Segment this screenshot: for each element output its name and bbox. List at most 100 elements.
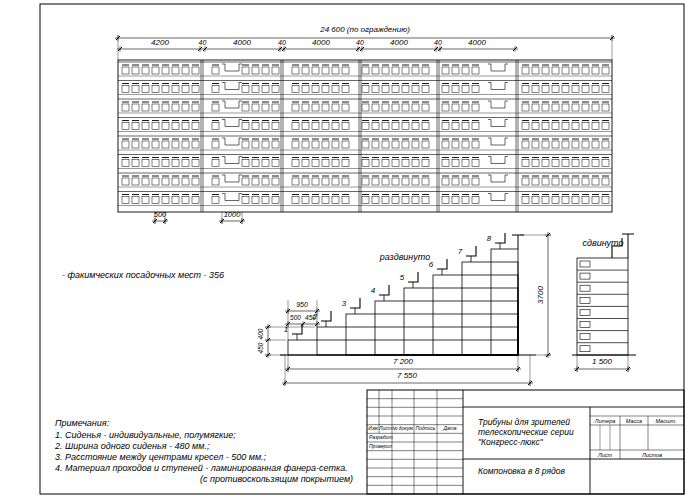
seat	[152, 86, 159, 93]
seat-back	[152, 194, 159, 195]
seat-back	[142, 139, 149, 140]
seat-back	[322, 120, 329, 121]
row-edge	[118, 62, 612, 63]
seat	[262, 178, 269, 185]
seat	[342, 197, 349, 204]
seat	[392, 104, 399, 111]
folding-chair	[379, 285, 389, 295]
seat	[542, 178, 549, 185]
drawing-text: 7 550	[397, 371, 417, 380]
seat-back	[572, 83, 579, 84]
table-rule	[367, 485, 463, 486]
seat-back	[262, 139, 269, 140]
seat-back	[412, 194, 419, 195]
seat	[582, 123, 589, 130]
seat-back	[452, 139, 459, 140]
seat	[342, 160, 349, 167]
seat	[412, 160, 419, 167]
table-rule	[648, 416, 649, 450]
section-joint	[516, 60, 517, 212]
seat	[382, 86, 389, 93]
table-rule	[437, 390, 438, 494]
seat	[532, 141, 539, 148]
seat-back	[582, 157, 589, 158]
seat-back	[592, 65, 599, 66]
seat-back	[312, 102, 319, 103]
seat-back	[132, 65, 139, 66]
seat-back	[272, 139, 279, 140]
seat-back	[422, 194, 429, 195]
seat	[192, 197, 199, 204]
drawing-text: 4000	[233, 38, 251, 47]
seat-back	[192, 139, 199, 140]
seat	[122, 197, 129, 204]
seat	[592, 104, 599, 111]
drawing-text: Лист	[598, 451, 612, 457]
seat-back	[122, 102, 129, 103]
seat	[402, 160, 409, 167]
seat	[392, 197, 399, 204]
seat	[552, 86, 559, 93]
seat	[422, 67, 429, 74]
extension-line	[530, 355, 531, 386]
step-platform	[288, 340, 518, 355]
seat-back	[262, 65, 269, 66]
seat	[192, 86, 199, 93]
seat-back	[412, 176, 419, 177]
seat-back	[162, 194, 169, 195]
table-rule	[367, 433, 463, 434]
seat-back	[182, 83, 189, 84]
extension-line	[520, 235, 551, 236]
seat-back	[372, 83, 379, 84]
seat-back	[572, 157, 579, 158]
stack-layer	[577, 342, 628, 343]
seat-back	[152, 83, 159, 84]
dimension-text: 400	[257, 328, 264, 339]
seat	[142, 178, 149, 185]
step-platform	[375, 301, 518, 355]
seat-back	[182, 157, 189, 158]
seat-back	[552, 83, 559, 84]
seat	[402, 67, 409, 74]
seat	[152, 197, 159, 204]
seat	[552, 104, 559, 111]
chair-leg	[355, 308, 356, 314]
seat	[442, 160, 449, 167]
seat	[182, 141, 189, 148]
seat	[462, 123, 469, 130]
seat-back	[552, 176, 559, 177]
table-rule	[590, 407, 591, 494]
drawing-text: Трибуны для зрителей телескопические сер…	[478, 418, 588, 447]
aisle-step	[222, 83, 242, 90]
seat	[172, 160, 179, 167]
seat-back	[382, 83, 389, 84]
folded-chair	[580, 297, 590, 303]
seat	[212, 141, 219, 148]
seat-back	[342, 120, 349, 121]
seat	[472, 86, 479, 93]
seat-back	[182, 102, 189, 103]
seat	[152, 67, 159, 74]
seat-back	[462, 157, 469, 158]
drawing-text: Масса	[626, 417, 642, 423]
seat-back	[372, 194, 379, 195]
seat-back	[362, 157, 369, 158]
seat	[382, 123, 389, 130]
seat-back	[462, 102, 469, 103]
seat	[152, 160, 159, 167]
seat	[392, 86, 399, 93]
seat-back	[302, 65, 309, 66]
seat-back	[122, 194, 129, 195]
seat	[162, 104, 169, 111]
seat	[452, 104, 459, 111]
seat-back	[392, 65, 399, 66]
folding-chair	[321, 311, 331, 321]
seat	[542, 104, 549, 111]
seat-back	[412, 139, 419, 140]
table-rule	[600, 425, 601, 450]
extension-line	[612, 35, 613, 60]
seat-back	[572, 102, 579, 103]
seat-back	[192, 120, 199, 121]
aisle-step	[222, 194, 242, 201]
row-edge	[118, 117, 612, 118]
